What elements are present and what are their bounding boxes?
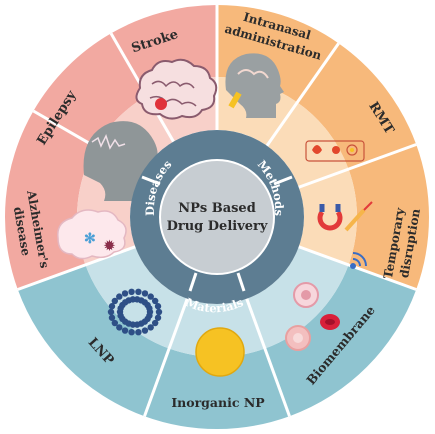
magnet-icon [317, 204, 343, 231]
ring-divider [141, 175, 161, 186]
segment-divider [298, 143, 417, 189]
lipid-head [108, 303, 116, 310]
segment-divider [265, 42, 340, 147]
cells-icon [285, 282, 340, 351]
segment-inorganic-np-outer [144, 348, 290, 430]
lipid-head [111, 297, 119, 305]
svg-text:✹: ✹ [103, 239, 116, 254]
lipid-head [108, 314, 116, 321]
lipid-head [151, 319, 159, 327]
brain-alzheimers-icon: ✻ ✹ [57, 209, 127, 260]
segment-divider [143, 298, 189, 417]
lnp-icon [107, 288, 163, 336]
lipid-head [147, 293, 154, 300]
segment-rmt-outer [297, 43, 417, 170]
lipid-head [107, 308, 115, 316]
lipid-head [151, 297, 159, 305]
lipid-head [121, 327, 129, 334]
ring-divider [188, 272, 198, 292]
brain-stroke-icon [135, 58, 218, 120]
segment-epilepsy-outer [33, 33, 147, 147]
lipid-head [135, 288, 142, 296]
ring-label-materials: Materials [184, 295, 246, 315]
segment-rmt-inner [266, 102, 349, 188]
icons-layer: ✻ ✹ [57, 53, 373, 377]
lipid-head [141, 290, 149, 297]
lipid-head [128, 328, 135, 336]
lipid-head [155, 308, 163, 316]
lipid-head [146, 305, 153, 312]
lipid-head [116, 293, 123, 300]
lipid-head [116, 324, 123, 331]
rmt-icon [305, 140, 365, 162]
segment-divider [17, 245, 136, 291]
ring-divider [236, 272, 246, 292]
center-hub [159, 159, 275, 275]
lipid-head [121, 290, 129, 297]
center-title-line1: NPs Based [178, 201, 256, 216]
ring-divider [273, 175, 293, 186]
segment-divider [245, 298, 291, 417]
laser-icon [344, 201, 373, 232]
head-intranasal-icon [225, 53, 284, 119]
ultrasound-icon [350, 252, 367, 269]
segment-lnp-outer [17, 264, 170, 417]
segment-divider [298, 245, 417, 291]
lipid-head [135, 328, 142, 336]
svg-text:✻: ✻ [84, 231, 96, 247]
segment-biomembrane-outer [264, 264, 417, 417]
lipid-head [147, 324, 154, 331]
lipid-head [154, 314, 162, 321]
lipid-head [154, 303, 162, 310]
inorganic-np-icon [195, 327, 245, 377]
lipid-head [128, 288, 135, 296]
lipid-head [111, 319, 119, 327]
segment-temporary-disruption-inner [298, 169, 358, 265]
center-title-line2: Drug Delivery [167, 219, 268, 234]
label-inorganic-np: Inorganic NP [171, 395, 265, 410]
segment-temporary-disruption-outer [348, 144, 430, 290]
lipid-head [141, 327, 149, 334]
